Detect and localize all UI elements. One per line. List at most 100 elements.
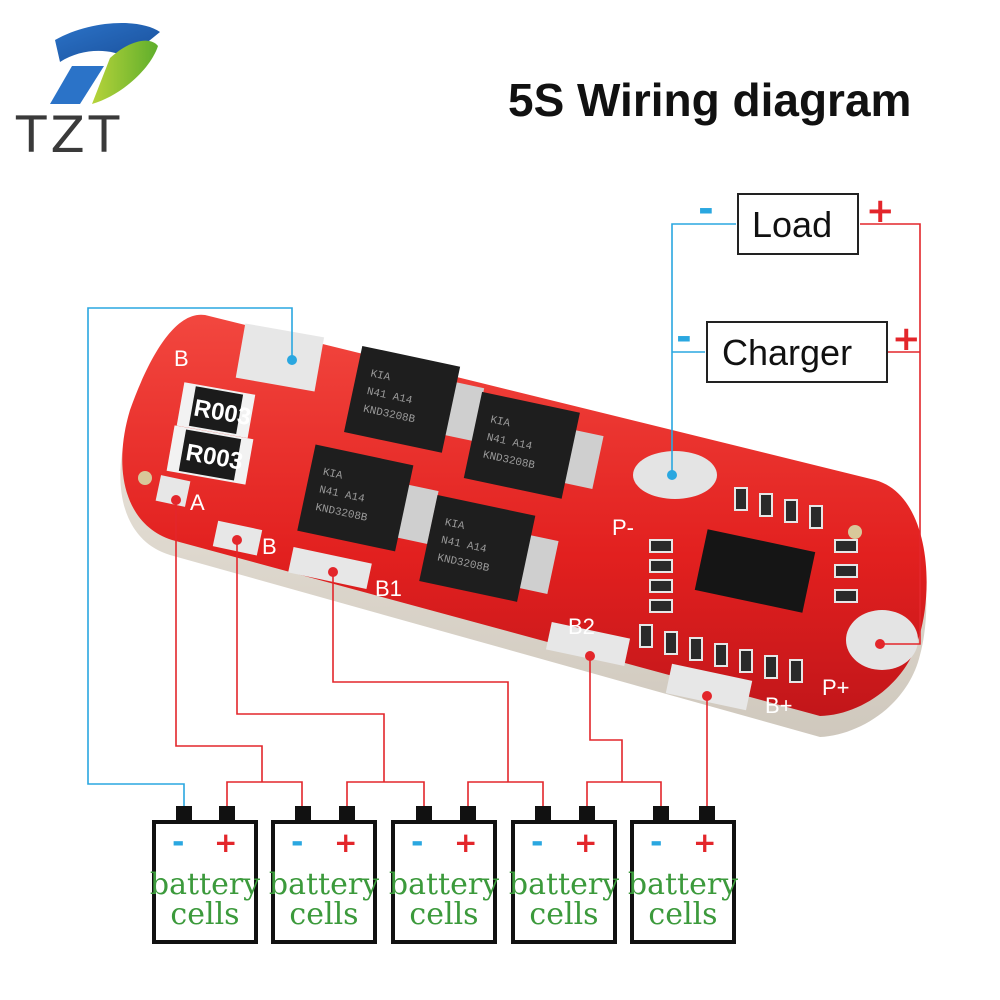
protection-ic <box>694 529 816 613</box>
wire-junction-2 <box>346 781 425 806</box>
cell-1-terminal-plus <box>219 806 235 820</box>
pad-b-plus <box>665 663 753 711</box>
cell-4-terminal-minus <box>535 806 551 820</box>
mosfet-1: KIA N41 A14 KND3208B <box>344 345 485 453</box>
pad-label-b1: B1 <box>375 576 402 601</box>
battery-cells: - + battery cells - + battery cells - + … <box>150 806 738 944</box>
wire-pad-b <box>236 540 385 782</box>
pad-label-p-minus: P- <box>612 515 634 540</box>
mount-hole-left <box>138 471 152 485</box>
dot-pad-a <box>171 495 181 505</box>
mosfet-2: KIA N41 A14 KND3208B <box>463 391 604 499</box>
pad-a <box>155 475 191 507</box>
charger-box: Charger - + <box>676 315 921 383</box>
brand-logo: TZT <box>15 22 160 164</box>
pad-label-b: B <box>262 534 277 559</box>
cell-2-minus: - <box>291 825 303 860</box>
load-box: Load - + <box>698 187 895 255</box>
cell-2-terminal-minus <box>295 806 311 820</box>
cell-1-line2: cells <box>170 897 239 932</box>
battery-cell-2: - + battery cells <box>269 806 379 944</box>
wire-pad-a <box>175 500 263 782</box>
dot-pad-b1 <box>328 567 338 577</box>
load-plus-sign: + <box>866 191 895 231</box>
cell-2-line2: cells <box>289 897 358 932</box>
load-minus-sign: - <box>698 187 714 231</box>
mosfet-4: KIA N41 A14 KND3208B <box>419 494 559 602</box>
cell-4-plus: + <box>574 826 597 859</box>
dot-pad-b <box>232 535 242 545</box>
cell-4-terminal-plus <box>579 806 595 820</box>
page-title: 5S Wiring diagram <box>508 74 911 126</box>
cell-2-line1: battery <box>269 867 379 902</box>
dot-pad-b2 <box>585 651 595 661</box>
cell-3-plus: + <box>454 826 477 859</box>
cell-1-line1: battery <box>150 867 260 902</box>
cell-5-body <box>630 820 736 944</box>
cell-5-line2: cells <box>648 897 717 932</box>
cell-4-body <box>511 820 617 944</box>
cell-3-line1: battery <box>389 867 499 902</box>
cell-1-body <box>152 820 258 944</box>
load-label: Load <box>752 204 832 245</box>
cell-5-minus: - <box>650 825 662 860</box>
wire-junction-1 <box>226 781 303 806</box>
mount-hole-right <box>848 525 862 539</box>
battery-cell-4: - + battery cells <box>509 806 619 944</box>
wire-pad-b2 <box>589 656 623 782</box>
dot-p-minus <box>667 470 677 480</box>
wire-pad-b1 <box>332 572 509 782</box>
pad-label-b-top: B <box>174 346 189 371</box>
logo-swoosh-blue-2 <box>50 66 104 104</box>
resistor-1: R003 <box>176 382 256 439</box>
cell-4-line1: battery <box>509 867 619 902</box>
cell-1-terminal-minus <box>176 806 192 820</box>
wire-junction-4 <box>586 781 662 806</box>
charger-label: Charger <box>722 332 852 373</box>
smd-components <box>639 487 858 683</box>
cell-3-terminal-minus <box>416 806 432 820</box>
battery-cell-5: - + battery cells <box>628 806 738 944</box>
cell-2-body <box>271 820 377 944</box>
cell-5-line1: battery <box>628 867 738 902</box>
charger-minus-sign: - <box>676 315 692 359</box>
bms-board: B R003 R003 KIA N41 A14 KND3208B KIA N41… <box>120 314 927 737</box>
dot-p-plus <box>875 639 885 649</box>
pad-label-a: A <box>190 490 205 515</box>
cell-3-line2: cells <box>409 897 478 932</box>
mosfet-1-marking-1: KIA <box>369 368 391 384</box>
battery-cell-1: - + battery cells <box>150 806 260 944</box>
cell-4-minus: - <box>531 825 543 860</box>
pad-label-b2: B2 <box>568 614 595 639</box>
pad-b-top <box>235 323 325 392</box>
cell-2-plus: + <box>334 826 357 859</box>
resistor-2: R003 <box>166 425 254 485</box>
cell-3-minus: - <box>411 825 423 860</box>
mosfet-2-marking-1: KIA <box>489 414 511 430</box>
wire-b-top-blue <box>87 307 293 806</box>
logo-swoosh-green <box>92 40 158 104</box>
battery-cell-3: - + battery cells <box>389 806 499 944</box>
mosfet-3: KIA N41 A14 KND3208B <box>297 444 439 552</box>
dot-b-top <box>287 355 297 365</box>
cell-3-terminal-plus <box>460 806 476 820</box>
cell-5-terminal-minus <box>653 806 669 820</box>
wire-p-plus-red <box>860 223 921 645</box>
mosfet-4-marking-1: KIA <box>444 517 466 533</box>
wire-p-minus-blue <box>671 223 736 475</box>
pad-label-b-plus: B+ <box>765 693 793 718</box>
wire-junction-3 <box>467 781 544 806</box>
pad-b2 <box>545 621 631 667</box>
cell-1-plus: + <box>214 826 237 859</box>
logo-text: TZT <box>15 106 123 164</box>
pad-label-p-plus: P+ <box>822 675 850 700</box>
wire-dots <box>171 355 885 701</box>
dot-pad-b-plus <box>702 691 712 701</box>
cell-4-line2: cells <box>529 897 598 932</box>
charger-plus-sign: + <box>892 319 921 359</box>
cell-1-minus: - <box>172 825 184 860</box>
wires <box>87 223 921 806</box>
cell-3-body <box>391 820 497 944</box>
cell-2-terminal-plus <box>339 806 355 820</box>
